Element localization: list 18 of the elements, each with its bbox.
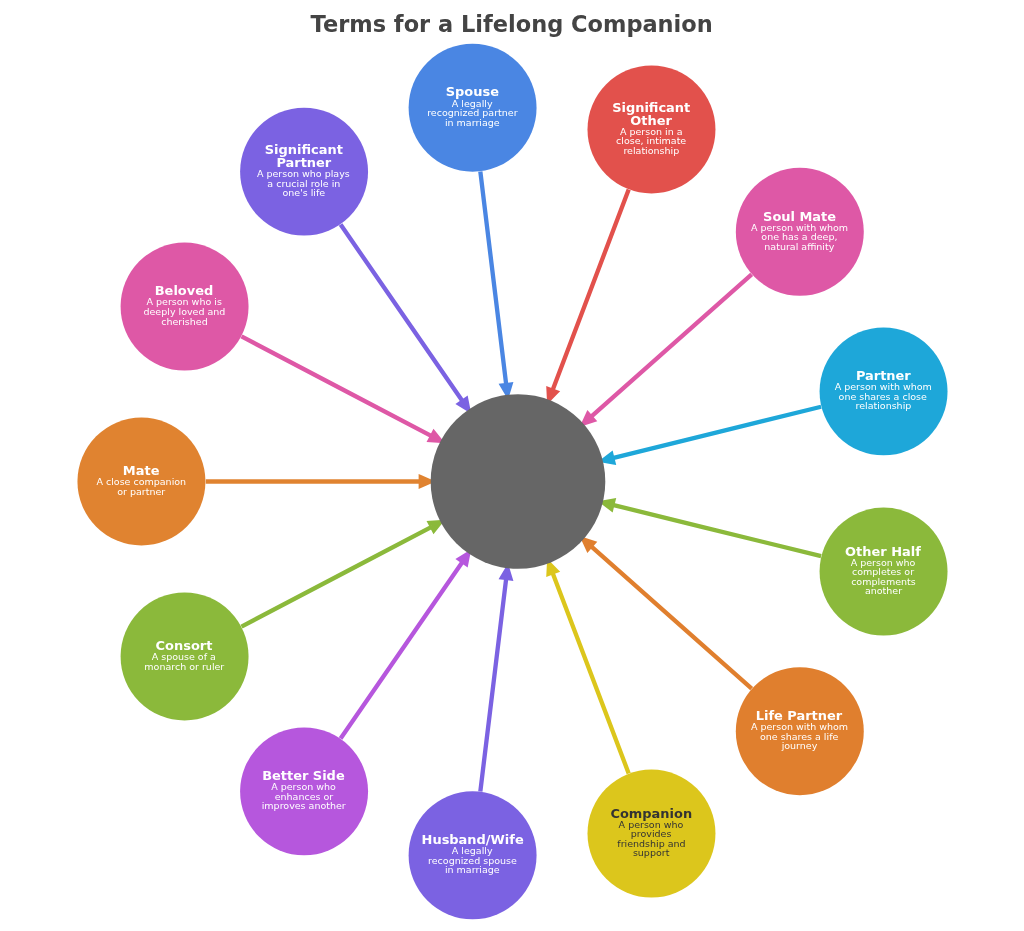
node-circle: Significant Partner A person who plays a crucial role in one's life <box>239 107 368 236</box>
node-circle: Soul Mate A person with whom one has a deep, natural affinity <box>735 167 864 296</box>
arrow <box>579 536 753 691</box>
arrow <box>579 272 753 427</box>
node-circle: Other Half A person who completes or complements another <box>819 507 948 636</box>
arrow <box>338 549 471 740</box>
node-circle: Spouse A legally recognized partner in marriage <box>408 43 537 172</box>
node-circle: Consort A spouse of a monarch or ruler <box>120 592 249 721</box>
arrow <box>338 223 471 414</box>
node-circle: Better Side A person who enhances or improves another <box>239 727 368 856</box>
node-circle: Partner A person with whom one shares a close relationship <box>819 327 948 456</box>
node-circle: Mate A close companion or partner <box>76 417 205 546</box>
diagram-title: Terms for a Lifelong Companion <box>310 11 713 38</box>
node-circle: Husband/Wife A legally recognized spouse in marriage <box>408 791 537 920</box>
node-circle: Companion A person who provides friendship and support <box>587 769 715 898</box>
node-circle: Beloved A person who is deeply loved and cherished <box>120 242 249 371</box>
node-circle: Life Partner A person with whom one shares a life journey <box>735 667 864 796</box>
node-circle: Significant Other A person in a close, intimate relationship <box>587 65 715 194</box>
